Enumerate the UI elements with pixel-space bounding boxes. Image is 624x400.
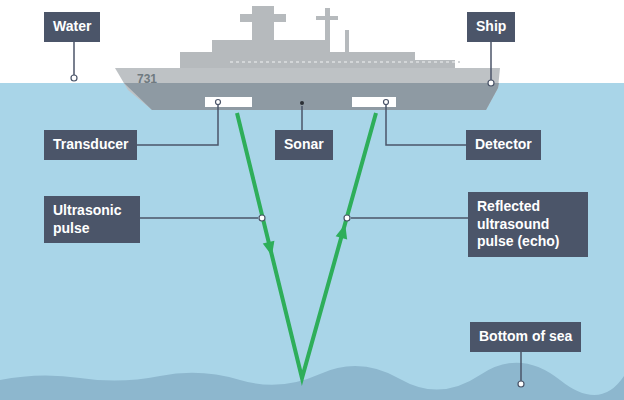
callout-text: Detector bbox=[475, 136, 532, 154]
detector-unit bbox=[352, 97, 396, 107]
callout-text: Ship bbox=[476, 18, 506, 36]
callout-tag: Ultrasonic pulse bbox=[44, 196, 140, 243]
leader-lines bbox=[74, 30, 521, 382]
water-body bbox=[0, 83, 624, 400]
callout-tag: Detector bbox=[466, 130, 541, 160]
callout-tag: Water bbox=[44, 12, 100, 42]
callout-text: Water bbox=[53, 18, 91, 36]
ship-drawing bbox=[115, 6, 500, 110]
pulse-path bbox=[237, 113, 376, 378]
callout-tag: Bottom of sea bbox=[470, 322, 581, 352]
callout-text: Ultrasonic pulse bbox=[53, 202, 131, 237]
transducer-unit bbox=[205, 97, 252, 107]
sea-bed bbox=[0, 363, 624, 400]
callout-tag: Reflected ultrasound pulse (echo) bbox=[468, 192, 588, 257]
callout-tag: Ship bbox=[467, 12, 515, 42]
callout-text: Reflected ultrasound pulse (echo) bbox=[477, 198, 579, 251]
callout-tag: Transducer bbox=[44, 130, 137, 160]
callout-text: Transducer bbox=[53, 136, 128, 154]
hull-number: 731 bbox=[137, 72, 157, 86]
callout-tag: Sonar bbox=[275, 130, 333, 160]
sonar-dot bbox=[300, 101, 304, 105]
callout-text: Bottom of sea bbox=[479, 328, 572, 346]
callout-text: Sonar bbox=[284, 136, 324, 154]
